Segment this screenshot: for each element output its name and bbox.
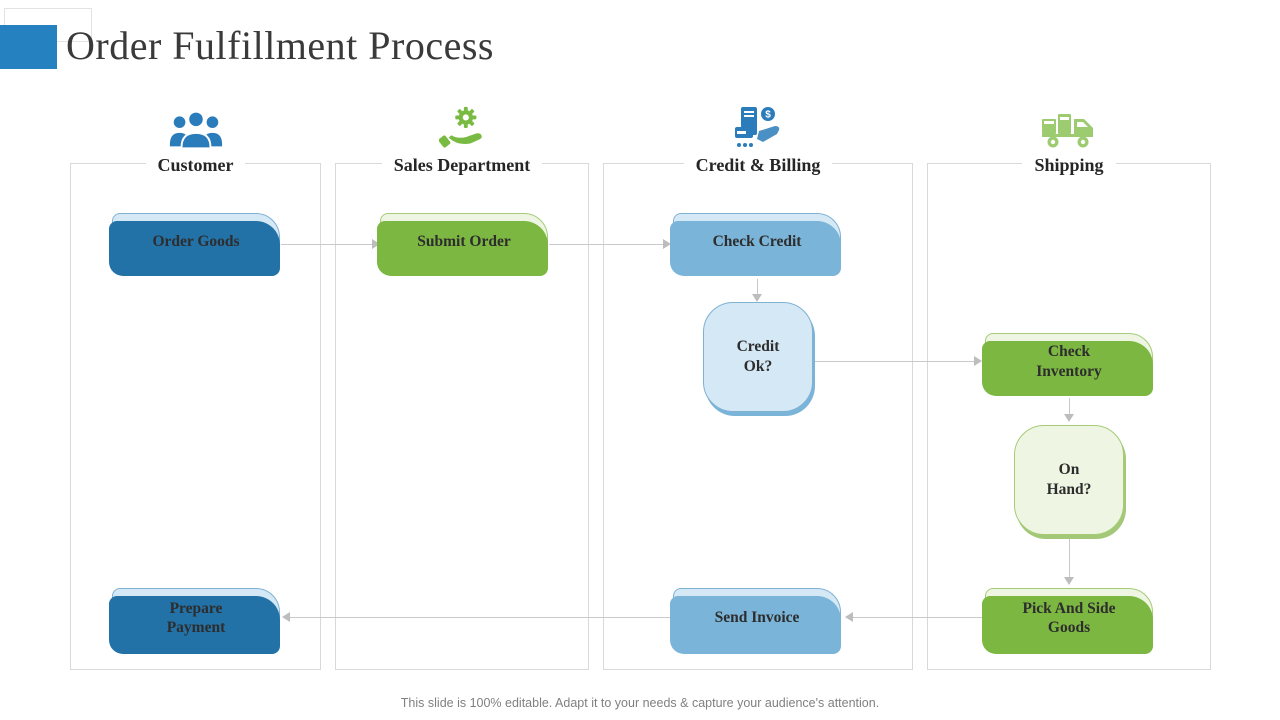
node-order-goods: Order Goods <box>109 213 280 276</box>
node-check-inventory: Check Inventory <box>982 333 1153 396</box>
node-pick-and-side-goods: Pick And Side Goods <box>982 588 1153 654</box>
arrowhead-down-icon <box>1064 577 1074 585</box>
arrowhead-left-icon <box>282 612 290 622</box>
connector-onhand-to-pickgoods <box>1069 537 1070 579</box>
node-submit-order: Submit Order <box>377 213 548 276</box>
arrowhead-right-icon <box>372 239 380 249</box>
header-accent-block <box>0 25 57 69</box>
node-on-hand: On Hand? <box>1014 425 1124 535</box>
lane-label-customer: Customer <box>145 155 246 176</box>
lane-header-customer: Customer <box>70 103 321 176</box>
lane-label-credit-billing: Credit & Billing <box>683 155 833 176</box>
connector-submit-to-checkcredit <box>549 244 667 245</box>
lane-header-shipping: Shipping <box>927 103 1211 176</box>
connector-checkinventory-to-onhand <box>1069 398 1070 416</box>
team-icon <box>169 110 222 150</box>
arrowhead-down-icon <box>1064 414 1074 422</box>
arrowhead-right-icon <box>974 356 982 366</box>
node-send-invoice: Send Invoice <box>670 588 841 654</box>
connector-sendinvoice-to-preparepayment <box>290 617 673 618</box>
arrowhead-left-icon <box>845 612 853 622</box>
arrowhead-right-icon <box>663 239 671 249</box>
connector-checkcredit-to-creditok <box>757 279 758 296</box>
lane-label-shipping: Shipping <box>1022 155 1116 176</box>
connector-pickgoods-to-sendinvoice <box>853 617 985 618</box>
node-prepare-payment: Prepare Payment <box>109 588 280 654</box>
node-check-credit: Check Credit <box>670 213 841 276</box>
truck-icon <box>1042 114 1093 148</box>
svg-text:$: $ <box>765 110 771 121</box>
billing-icon: $ <box>735 107 780 147</box>
lane-header-sales-department: Sales Department <box>335 103 589 176</box>
footer-note: This slide is 100% editable. Adapt it to… <box>400 696 880 710</box>
hand-gear-icon <box>439 106 482 148</box>
lane-label-sales-department: Sales Department <box>381 155 543 176</box>
page-title: Order Fulfillment Process <box>66 23 494 68</box>
connector-creditok-to-checkinventory <box>814 361 978 362</box>
connector-order-to-submit <box>281 244 376 245</box>
node-credit-ok: Credit Ok? <box>703 302 813 412</box>
lane-header-credit-billing: $ Credit & Billing <box>603 103 913 176</box>
arrowhead-down-icon <box>752 294 762 302</box>
